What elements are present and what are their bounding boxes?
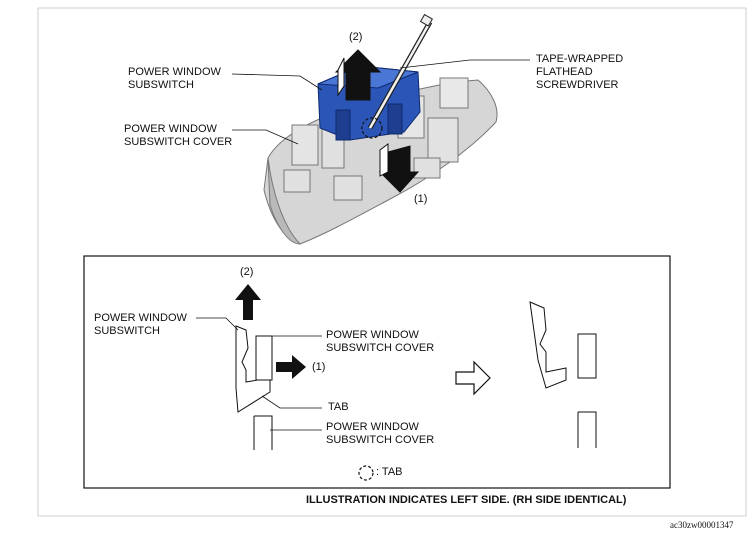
detail-left-cross-section (196, 284, 322, 450)
leader-cover (232, 129, 299, 145)
label-screwdriver: TAPE-WRAPPED FLATHEAD SCREWDRIVER (536, 53, 624, 91)
arrow-down-side (379, 143, 389, 177)
transition-arrow (455, 360, 491, 396)
leader-screwdriver (399, 59, 530, 69)
cover-post (291, 124, 319, 166)
label-legend-tab: : TAB (376, 466, 403, 478)
screwdriver-shaft (368, 21, 432, 129)
detail-arrow-up (235, 284, 261, 320)
leader-detail-subswitch (196, 317, 239, 331)
label-step-1: (1) (414, 193, 428, 205)
detail-arrow-right (276, 355, 306, 379)
detail-box (83, 255, 671, 489)
leader-detail-tab (261, 395, 322, 409)
detail-cover-lower-released (577, 411, 597, 448)
cover-clip (413, 157, 441, 179)
cover-clip (333, 175, 363, 201)
label-detail-step-2: (2) (240, 266, 254, 278)
label-detail-step-1: (1) (312, 361, 326, 373)
label-detail-subswitch: POWER WINDOW SUBSWITCH (94, 312, 187, 337)
detail-cover-lower (253, 415, 273, 450)
label-subswitch-cover: POWER WINDOW SUBSWITCH COVER (124, 123, 233, 148)
subswitch-leg (335, 109, 351, 141)
subswitch-assembly-illustration (231, 13, 530, 245)
label-subswitch: POWER WINDOW SUBSWITCH (128, 66, 221, 91)
cover-post (439, 77, 469, 109)
tab-indicator-circle (361, 117, 383, 139)
detail-right-cross-section (529, 301, 597, 448)
reference-code: ac30zw00001347 (670, 520, 734, 530)
legend-tab-circle (358, 465, 374, 481)
subswitch-leg (387, 103, 403, 135)
label-detail-cover-upper: POWER WINDOW SUBSWITCH COVER (326, 329, 435, 354)
leader-subswitch (231, 73, 323, 91)
label-detail-cover-lower: POWER WINDOW SUBSWITCH COVER (326, 421, 435, 446)
footer-note: ILLUSTRATION INDICATES LEFT SIDE. (RH SI… (306, 494, 627, 506)
detail-subswitch-released (529, 301, 567, 389)
cover-edge (267, 157, 302, 245)
detail-cover-upper (255, 335, 273, 381)
label-detail-tab: TAB (328, 401, 349, 413)
cover-clip (283, 169, 311, 193)
arrow-up-side (337, 57, 345, 97)
detail-subswitch-profile (235, 325, 271, 413)
cover-post (427, 117, 459, 163)
screwdriver-tip-end (419, 13, 434, 27)
outer-frame (37, 7, 747, 517)
label-step-2: (2) (349, 31, 363, 43)
detail-cover-upper-released (577, 333, 597, 379)
